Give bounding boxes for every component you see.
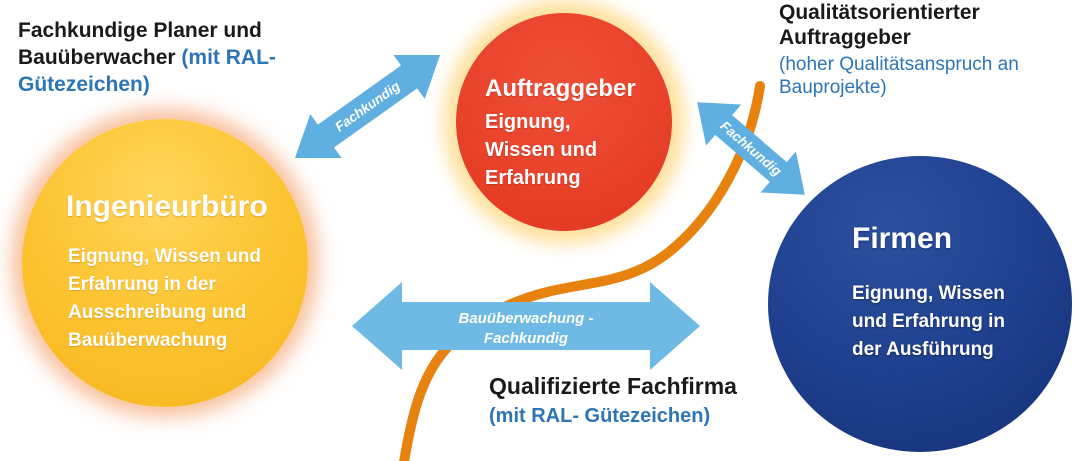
node-firmen-body: Eignung, Wissen und Erfahrung in der Aus… bbox=[852, 283, 1006, 360]
node-firmen-title: Firmen bbox=[852, 222, 953, 255]
arrow-planner-firm: Bauüberwachung - Fachkundig bbox=[352, 282, 700, 370]
node-ingenieurbuero-body: Eignung, Wissen und Erfahrung in der Aus… bbox=[68, 246, 261, 351]
annotation-planner-note: (mit RAL- Gütezeichen) bbox=[18, 46, 276, 96]
node-ingenieurbuero-title: Ingenieurbüro bbox=[66, 190, 268, 223]
annotation-planner: Fachkundige Planer und Bauüberwacher (mi… bbox=[18, 17, 323, 98]
annotation-client-note: (hoher Qualitätsanspruch an Bauprojekte) bbox=[779, 54, 1019, 98]
node-firmen: Firmen Eignung, Wissen und Erfahrung in … bbox=[768, 156, 1072, 452]
node-auftraggeber-body: Eignung, Wissen und Erfahrung bbox=[485, 111, 598, 189]
arrow-client-firm: Fachkundig bbox=[697, 102, 805, 195]
annotation-firm-main: Qualifizierte Fachfirma bbox=[489, 373, 737, 399]
annotation-client-main: Qualitätsorientierter Auftraggeber bbox=[779, 1, 980, 49]
double-arrow-icon bbox=[352, 282, 700, 370]
arrow-planner-firm-label-line2: Fachkundig bbox=[484, 330, 568, 347]
double-arrow-icon bbox=[294, 54, 441, 159]
arrow-planner-firm-label-line1: Bauüberwachung - bbox=[458, 310, 593, 327]
arrow-planner-client-label: Fachkundig bbox=[332, 78, 403, 135]
annotation-planner-main: Fachkundige Planer und Bauüberwacher bbox=[18, 19, 262, 69]
node-ingenieurbuero: Ingenieurbüro Eignung, Wissen und Erfahr… bbox=[22, 119, 308, 407]
node-auftraggeber-title: Auftraggeber bbox=[485, 75, 636, 102]
annotation-firm: Qualifizierte Fachfirma (mit RAL- Güteze… bbox=[489, 372, 737, 428]
annotation-firm-note: (mit RAL- Gütezeichen) bbox=[489, 405, 711, 427]
node-auftraggeber: Auftraggeber Eignung, Wissen und Erfahru… bbox=[456, 13, 672, 231]
orange-divider-curve bbox=[399, 81, 765, 461]
double-arrow-icon bbox=[697, 102, 805, 195]
annotation-client: Qualitätsorientierter Auftraggeber (hohe… bbox=[779, 0, 1079, 99]
